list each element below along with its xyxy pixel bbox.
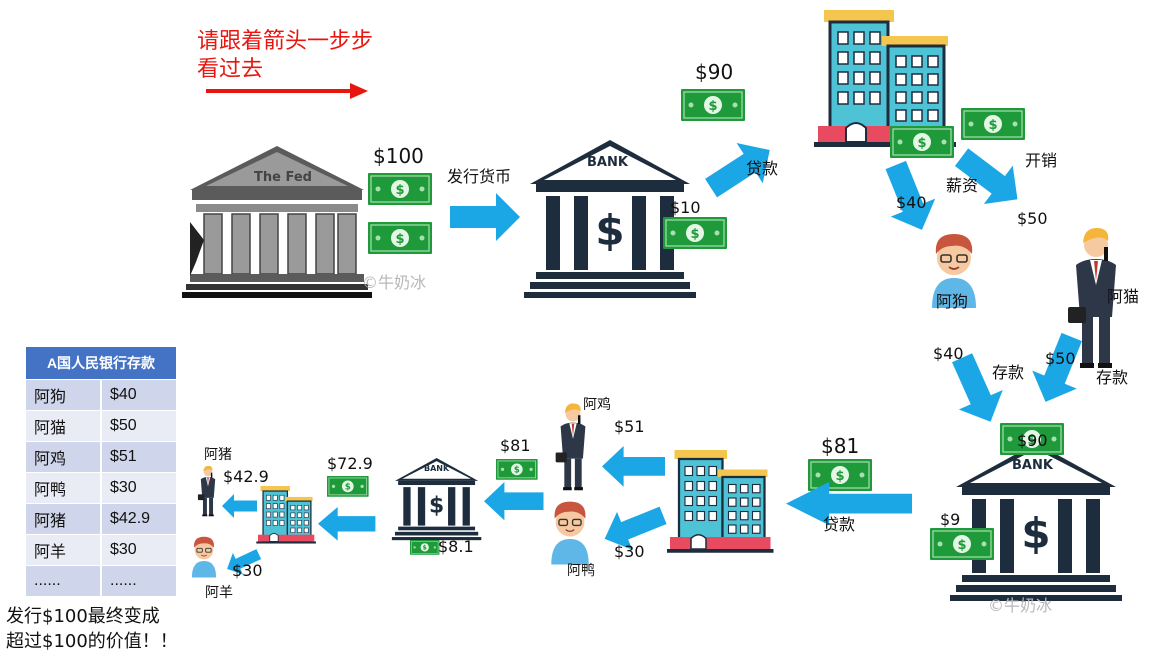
company1-salary-money [889, 125, 955, 159]
table-row: 阿鸭$30 [26, 473, 176, 503]
bank1-action-label: 贷款 [746, 159, 779, 178]
arrow-to-bank3 [484, 482, 544, 521]
expense-amount: $50 [1017, 209, 1048, 228]
dog-deposit-amount: $40 [933, 344, 964, 363]
duck-name: 阿鸭 [567, 563, 595, 579]
cat-deposit-label: 存款 [1096, 368, 1129, 387]
table-header: A国人民银行存款 [26, 347, 176, 379]
sheep-name: 阿羊 [205, 585, 233, 601]
person-duck [550, 500, 590, 566]
bank1-label: BANK [587, 155, 628, 170]
table-cell-name: ...... [26, 566, 100, 596]
bank2-deposit-amount: $90 [1017, 431, 1048, 450]
person-pig [197, 465, 216, 517]
conclusion-line-1: 发行$100最终变成 [6, 606, 160, 627]
watermark-bottom: ©牛奶冰 [988, 596, 1053, 615]
fed-building [182, 146, 372, 298]
company-3 [255, 485, 317, 545]
bank1-reserve-amount: $10 [670, 198, 701, 217]
chicken-name: 阿鸡 [583, 397, 611, 413]
duck-amount: $30 [614, 542, 645, 561]
chicken-amount: $51 [614, 417, 645, 436]
table-row: 阿狗$40 [26, 380, 176, 410]
table-cell-name: 阿鸭 [26, 473, 100, 503]
bank2-label: BANK [1012, 458, 1053, 473]
watermark-top: ©牛奶冰 [362, 273, 427, 292]
bank1-loan-money [680, 88, 746, 122]
deposits-table: A国人民银行存款 阿狗$40 阿猫$50 阿鸡$51 阿鸭$30 阿猪$42.9… [26, 346, 176, 597]
table-cell-amount: ...... [100, 566, 176, 596]
arrow-company2-to-chicken [602, 446, 665, 487]
table-cell-name: 阿羊 [26, 535, 100, 565]
person-sheep [191, 536, 217, 578]
table-cell-amount: $30 [100, 473, 176, 503]
instruction-text-1: 请跟着箭头一步步 [197, 29, 374, 54]
fed-money [367, 172, 433, 255]
bank2-reserve-amount: $9 [940, 510, 961, 529]
table-row: 阿鸡$51 [26, 442, 176, 472]
table-cell-name: 阿猪 [26, 504, 100, 534]
arrow-fed-to-bank [450, 193, 520, 241]
table-row: 阿猪$42.9 [26, 504, 176, 534]
bank2-reserve-money [929, 527, 995, 561]
company-2 [665, 448, 775, 554]
salary-label: 薪资 [946, 176, 979, 195]
pig-name: 阿猪 [204, 447, 232, 463]
bank3-deposit-amount: $81 [500, 436, 531, 455]
person-chicken [555, 403, 586, 491]
pig-amount: $42.9 [223, 467, 269, 486]
bank3-label: BANK [424, 464, 450, 473]
bank3-deposit-money [495, 458, 538, 481]
arrow-company3-to-pig [222, 494, 257, 518]
dog-name: 阿狗 [936, 292, 969, 311]
expense-label: 开销 [1025, 151, 1058, 170]
bank1-reserve-money [662, 216, 728, 250]
table-cell-amount: $50 [100, 411, 176, 441]
salary-amount: $40 [896, 193, 927, 212]
table-cell-amount: $42.9 [100, 504, 176, 534]
fed-action-label: 发行货币 [447, 167, 512, 186]
bank2-loan-money [807, 458, 873, 492]
instruction-text-2: 看过去 [197, 57, 264, 82]
bank3-loan-amount: $72.9 [327, 454, 373, 473]
table-row: 阿猫$50 [26, 411, 176, 441]
company1-expense-money [960, 107, 1026, 141]
cat-name: 阿猫 [1107, 287, 1140, 306]
dog-deposit-label: 存款 [992, 363, 1025, 382]
table-row: ............ [26, 566, 176, 596]
conclusion-line-2: 超过$100的价值！！ [6, 631, 178, 652]
bank1-loan-amount: $90 [695, 60, 734, 84]
arrow-bank3-to-company3 [318, 507, 376, 541]
fed-amount: $100 [373, 144, 424, 168]
cat-deposit-amount: $50 [1045, 349, 1076, 368]
bank3-loan-money [326, 475, 369, 498]
table-header-row: A国人民银行存款 [26, 347, 176, 379]
table-cell-name: 阿狗 [26, 380, 100, 410]
bank3-reserve-money [409, 539, 440, 555]
table-cell-amount: $51 [100, 442, 176, 472]
bank3-reserve-amount: $8.1 [438, 537, 474, 556]
sheep-amount: $30 [232, 561, 263, 580]
table-cell-amount: $30 [100, 535, 176, 565]
instruction-arrow [206, 83, 368, 99]
table-row: 阿羊$30 [26, 535, 176, 565]
bank2-action-label: 贷款 [823, 515, 856, 534]
bank2-loan-amount: $81 [821, 434, 860, 458]
table-cell-amount: $40 [100, 380, 176, 410]
table-cell-name: 阿鸡 [26, 442, 100, 472]
fed-label: The Fed [254, 170, 312, 185]
table-cell-name: 阿猫 [26, 411, 100, 441]
